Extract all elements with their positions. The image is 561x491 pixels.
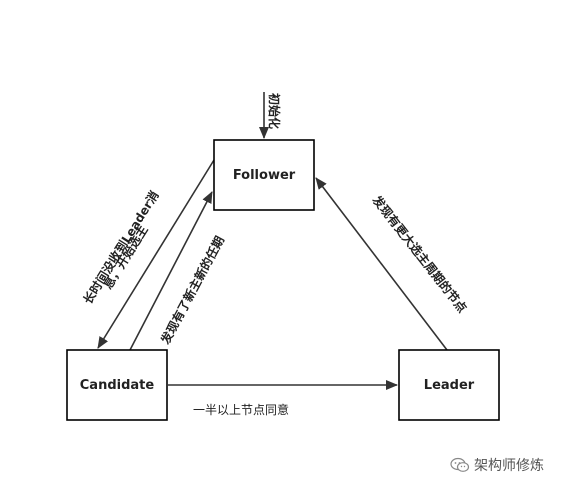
wechat-icon bbox=[450, 457, 470, 472]
timeout-label-line1: 长时间没收到Leader消 bbox=[80, 188, 162, 307]
watermark-text: 架构师修炼 bbox=[474, 458, 544, 474]
candidate-node: Candidate bbox=[66, 349, 168, 421]
edge-candidate-to-follower bbox=[129, 191, 213, 351]
leader-node: Leader bbox=[398, 349, 500, 421]
new-term-label: 发现有了新主新的任期 bbox=[157, 233, 227, 347]
candidate-label: Candidate bbox=[80, 378, 155, 393]
higher-term-label: 发现有更大选主周期的节点 bbox=[369, 192, 470, 316]
init-label: 初始化 bbox=[267, 93, 282, 129]
follower-node: Follower bbox=[213, 139, 315, 211]
follower-label: Follower bbox=[233, 168, 296, 183]
watermark: 架构师修炼 bbox=[450, 455, 544, 475]
edge-follower-to-candidate bbox=[97, 159, 215, 349]
majority-label: 一半以上节点同意 bbox=[193, 402, 289, 417]
leader-label: Leader bbox=[424, 378, 475, 393]
edge-leader-to-follower bbox=[315, 177, 448, 351]
